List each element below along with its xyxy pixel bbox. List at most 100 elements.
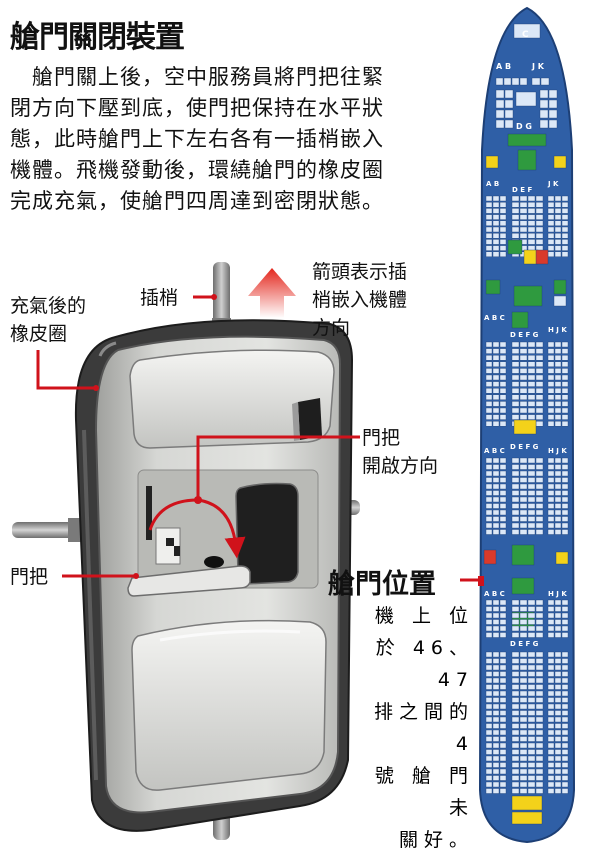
seat bbox=[535, 355, 544, 361]
seat bbox=[485, 522, 493, 529]
seal-label-line-1: 充氣後的 bbox=[10, 295, 87, 317]
seat bbox=[485, 788, 493, 794]
seat bbox=[554, 522, 562, 529]
seat bbox=[561, 496, 569, 503]
seat bbox=[499, 716, 507, 723]
seat bbox=[519, 503, 528, 509]
seat bbox=[519, 788, 528, 794]
seat bbox=[527, 632, 536, 638]
seat bbox=[492, 619, 500, 625]
seat bbox=[554, 664, 562, 671]
seat bbox=[511, 355, 520, 361]
seat bbox=[561, 651, 569, 658]
seat bbox=[519, 414, 528, 420]
pin-label: 插梢 bbox=[140, 287, 179, 309]
seat bbox=[492, 201, 500, 208]
seat bbox=[499, 394, 507, 400]
seat bbox=[547, 749, 555, 755]
seat bbox=[485, 220, 493, 227]
seat bbox=[492, 394, 500, 400]
seat bbox=[547, 664, 555, 671]
seat bbox=[485, 690, 493, 697]
seat bbox=[495, 99, 505, 109]
seat bbox=[527, 788, 536, 794]
seat bbox=[561, 503, 569, 509]
seat bbox=[535, 775, 544, 781]
seat bbox=[511, 407, 520, 414]
seat bbox=[539, 109, 549, 119]
seat bbox=[492, 729, 500, 736]
seat bbox=[519, 710, 528, 716]
seat bbox=[554, 697, 562, 703]
seat bbox=[492, 690, 500, 697]
seat bbox=[519, 723, 528, 729]
seat bbox=[554, 348, 562, 354]
seat bbox=[554, 658, 562, 664]
seat bbox=[547, 414, 555, 420]
seat bbox=[519, 703, 528, 710]
seat bbox=[535, 348, 544, 354]
seat bbox=[499, 788, 507, 794]
seat bbox=[485, 651, 493, 658]
seat bbox=[499, 208, 507, 214]
seat bbox=[547, 723, 555, 729]
seat bbox=[492, 503, 500, 509]
seat bbox=[485, 195, 493, 202]
seat bbox=[485, 245, 493, 251]
seat bbox=[511, 341, 520, 348]
seat bbox=[499, 220, 507, 227]
seat bbox=[511, 348, 520, 354]
seat bbox=[499, 361, 507, 367]
seat bbox=[511, 632, 520, 638]
seat bbox=[535, 651, 544, 658]
seat bbox=[511, 394, 520, 400]
seat bbox=[535, 208, 544, 214]
seat bbox=[554, 529, 562, 535]
seat bbox=[531, 77, 541, 86]
seat bbox=[527, 762, 536, 768]
seat bbox=[492, 355, 500, 361]
seat bbox=[499, 195, 507, 202]
seat bbox=[492, 516, 500, 522]
seat bbox=[511, 477, 520, 483]
seat bbox=[511, 606, 520, 612]
seat bbox=[519, 729, 528, 736]
seat bbox=[561, 736, 569, 742]
seat bbox=[519, 381, 528, 387]
seat bbox=[527, 529, 536, 535]
seat bbox=[547, 341, 555, 348]
seat bbox=[527, 509, 536, 516]
seat bbox=[561, 220, 569, 227]
seat bbox=[554, 470, 562, 477]
seat bbox=[492, 664, 500, 671]
seat bbox=[554, 368, 562, 374]
toilet bbox=[485, 155, 499, 169]
seat-letters-front-left: A B bbox=[496, 62, 512, 71]
seat bbox=[554, 457, 562, 464]
seat bbox=[535, 414, 544, 420]
seat bbox=[535, 723, 544, 729]
seat bbox=[492, 208, 500, 214]
seat-letters-cabin3-right: H J K bbox=[548, 447, 567, 455]
seat bbox=[511, 612, 520, 619]
seat bbox=[554, 388, 562, 394]
seat bbox=[561, 697, 569, 703]
seat bbox=[511, 749, 520, 755]
seat bbox=[511, 755, 520, 762]
seat bbox=[519, 401, 528, 407]
seat bbox=[535, 394, 544, 400]
galley bbox=[511, 577, 535, 595]
seat bbox=[519, 775, 528, 781]
seat bbox=[554, 239, 562, 245]
seat bbox=[561, 522, 569, 529]
galley bbox=[553, 279, 567, 295]
seat bbox=[499, 516, 507, 522]
seat bbox=[492, 612, 500, 619]
seat bbox=[547, 690, 555, 697]
seat bbox=[561, 414, 569, 420]
seat bbox=[527, 381, 536, 387]
seat bbox=[519, 394, 528, 400]
seat bbox=[554, 671, 562, 677]
seat bbox=[561, 348, 569, 354]
seat bbox=[511, 625, 520, 632]
